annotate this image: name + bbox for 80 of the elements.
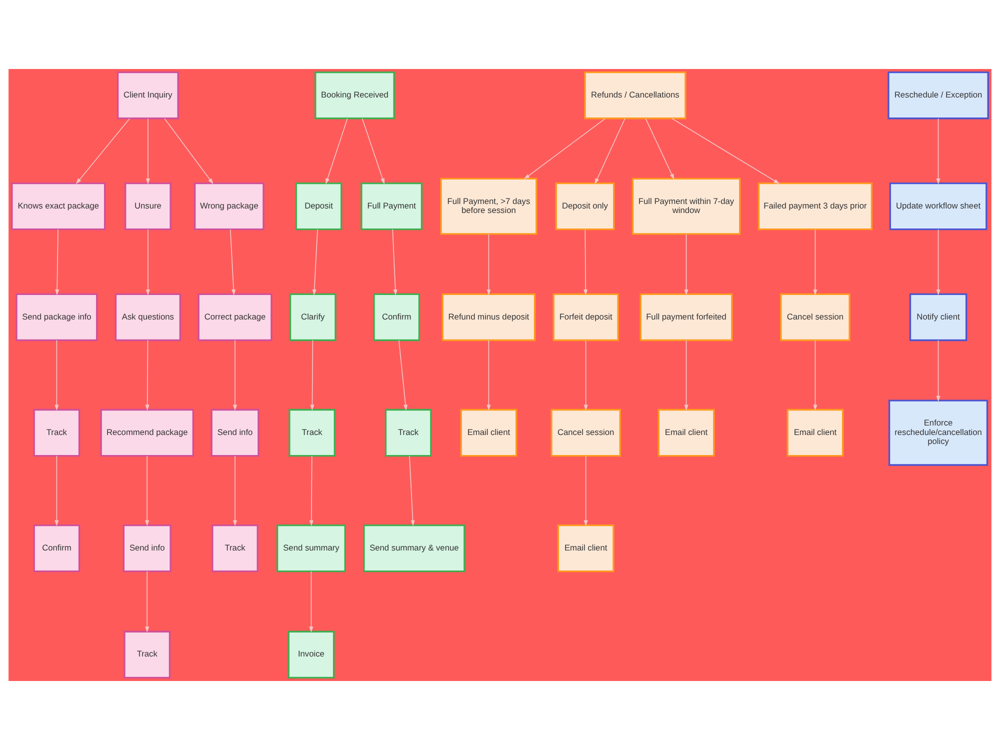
arrow: [671, 118, 780, 184]
node-box: Deposit only: [555, 182, 615, 230]
arrow: [54, 340, 59, 411]
arrow: [146, 229, 150, 296]
arrow: [146, 118, 150, 184]
node-box: Update workflow sheet: [889, 182, 988, 230]
arrow: [232, 340, 238, 411]
arrow: [310, 340, 314, 411]
node-box: Failed payment 3 days prior: [758, 182, 873, 230]
node-box: Full Payment: [360, 182, 423, 230]
node-box: Deposit: [295, 182, 342, 230]
arrow: [362, 118, 385, 184]
node-box: Full Payment, >7 days before session: [440, 178, 538, 235]
arrow: [145, 455, 150, 526]
node-box: Email client: [557, 524, 614, 572]
arrow: [230, 229, 236, 296]
node-box: Email client: [658, 408, 715, 457]
arrow: [584, 455, 588, 526]
node-box: Correct package: [198, 293, 272, 342]
node-box: Client Inquiry: [116, 72, 179, 120]
node-box: Notify client: [909, 293, 968, 342]
arrow: [486, 234, 491, 296]
node-box: Send summary: [276, 524, 346, 572]
node-box: Confirm: [33, 524, 80, 572]
node-box: Track: [33, 408, 80, 457]
arrow: [312, 229, 318, 296]
node-box: Track: [288, 408, 336, 457]
arrow: [145, 340, 150, 411]
arrow: [584, 340, 588, 411]
arrow: [936, 229, 940, 296]
arrow: [936, 340, 940, 402]
arrow: [145, 570, 150, 633]
node-box: Send info: [210, 408, 260, 457]
node-box: Forfeit deposit: [552, 293, 619, 342]
arrow: [392, 229, 398, 296]
arrow: [309, 455, 314, 526]
node-box: Wrong package: [194, 182, 264, 230]
node-box: Enforce reschedule/cancellation policy: [888, 400, 988, 466]
node-box: Booking Received: [314, 72, 395, 120]
arrow: [645, 118, 674, 180]
node-box: Invoice: [288, 630, 335, 678]
arrow: [55, 229, 60, 296]
node-box: Recommend package: [100, 408, 194, 457]
node-box: Full Payment within 7-day window: [632, 178, 741, 235]
arrow: [594, 118, 626, 184]
node-box: Send summary & venue: [363, 524, 466, 572]
node-box: Refund minus deposit: [442, 293, 536, 342]
node-box: Refunds / Cancellations: [584, 72, 686, 120]
arrow: [309, 570, 314, 633]
arrow: [524, 118, 606, 180]
node-box: Ask questions: [114, 293, 182, 342]
arrow: [54, 455, 59, 526]
node-box: Unsure: [124, 182, 172, 230]
arrow: [398, 340, 408, 411]
arrow: [684, 340, 688, 411]
node-box: Email client: [786, 408, 844, 457]
node-box: Track: [384, 408, 432, 457]
node-box: Send package info: [16, 293, 98, 342]
node-box: Email client: [460, 408, 518, 457]
arrow: [936, 118, 940, 184]
node-box: Reschedule / Exception: [888, 72, 989, 120]
node-box: Knows exact package: [11, 182, 106, 230]
arrow: [584, 229, 588, 296]
node-box: Cancel session: [550, 408, 621, 457]
node-box: Cancel session: [780, 293, 850, 342]
node-box: Send info: [122, 524, 172, 572]
arrow: [486, 340, 491, 411]
node-box: Full payment forfeited: [640, 293, 733, 342]
arrow: [684, 234, 688, 296]
node-box: Track: [212, 524, 258, 572]
arrow: [326, 118, 348, 184]
node-box: Confirm: [373, 293, 420, 342]
arrow: [409, 455, 415, 526]
node-box: Track: [124, 630, 171, 678]
arrow: [164, 118, 214, 184]
node-box: Clarify: [289, 293, 336, 342]
arrow: [813, 229, 818, 296]
arrow: [813, 340, 818, 411]
arrow: [76, 118, 130, 184]
arrow: [232, 455, 238, 526]
